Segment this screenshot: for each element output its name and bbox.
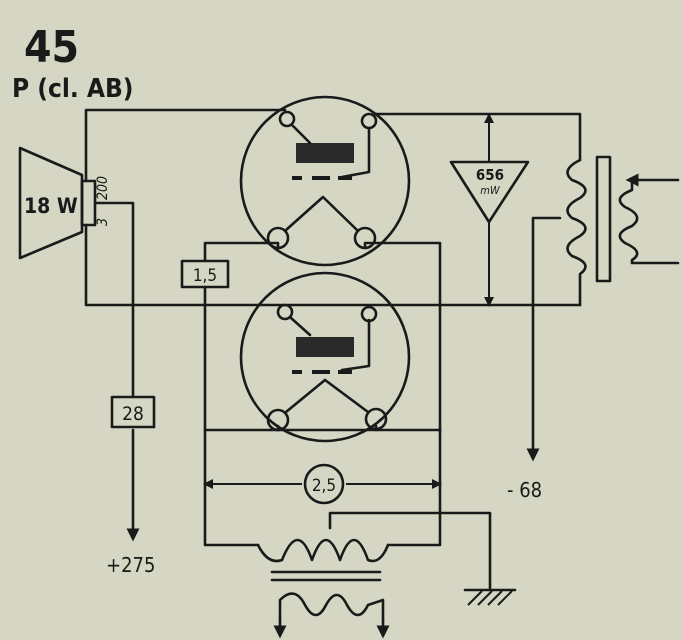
tube-top — [239, 95, 411, 267]
anode-supply-voltage: +275 — [106, 553, 155, 577]
heater-bias-circle — [303, 463, 345, 505]
speaker-primary-impedance: 200 — [95, 176, 111, 200]
tube-bottom — [239, 271, 411, 443]
wire-common — [84, 223, 582, 307]
wire-anode-to-transformer — [374, 112, 582, 162]
wire-heater-left — [203, 285, 260, 547]
wire-heater-right — [386, 428, 442, 547]
grid-bias-voltage: - 68 — [507, 478, 542, 502]
wire-cathode-top-left — [203, 241, 280, 262]
resistor-cathode: 1,5 — [180, 259, 230, 289]
wire-grid-bias — [526, 216, 562, 462]
resistor-supply-value: 28 — [122, 403, 144, 425]
loudspeaker: 18 W — [18, 146, 97, 260]
speaker-secondary-impedance: 3 — [95, 218, 111, 226]
wire-speaker-to-supply — [93, 201, 135, 397]
figure-subtitle: P (cl. AB) — [12, 74, 133, 104]
resistor-cathode-value: 1,5 — [193, 266, 217, 286]
measured-output-unit: mW — [480, 184, 501, 197]
heater-bias-value: 2,5 — [312, 476, 336, 496]
speaker-power-label: 18 W — [24, 194, 78, 218]
power-meter: 656 mW — [449, 113, 530, 307]
wire-cathode-top-right — [363, 241, 442, 434]
measured-output-value: 656 — [476, 166, 504, 184]
wire-top-anode — [84, 108, 287, 183]
ground-symbol — [463, 588, 517, 606]
resistor-supply: 28 — [110, 395, 156, 429]
figure-number: 45 — [24, 22, 79, 73]
output-transformer — [566, 155, 680, 307]
heater-transformer — [256, 511, 492, 639]
